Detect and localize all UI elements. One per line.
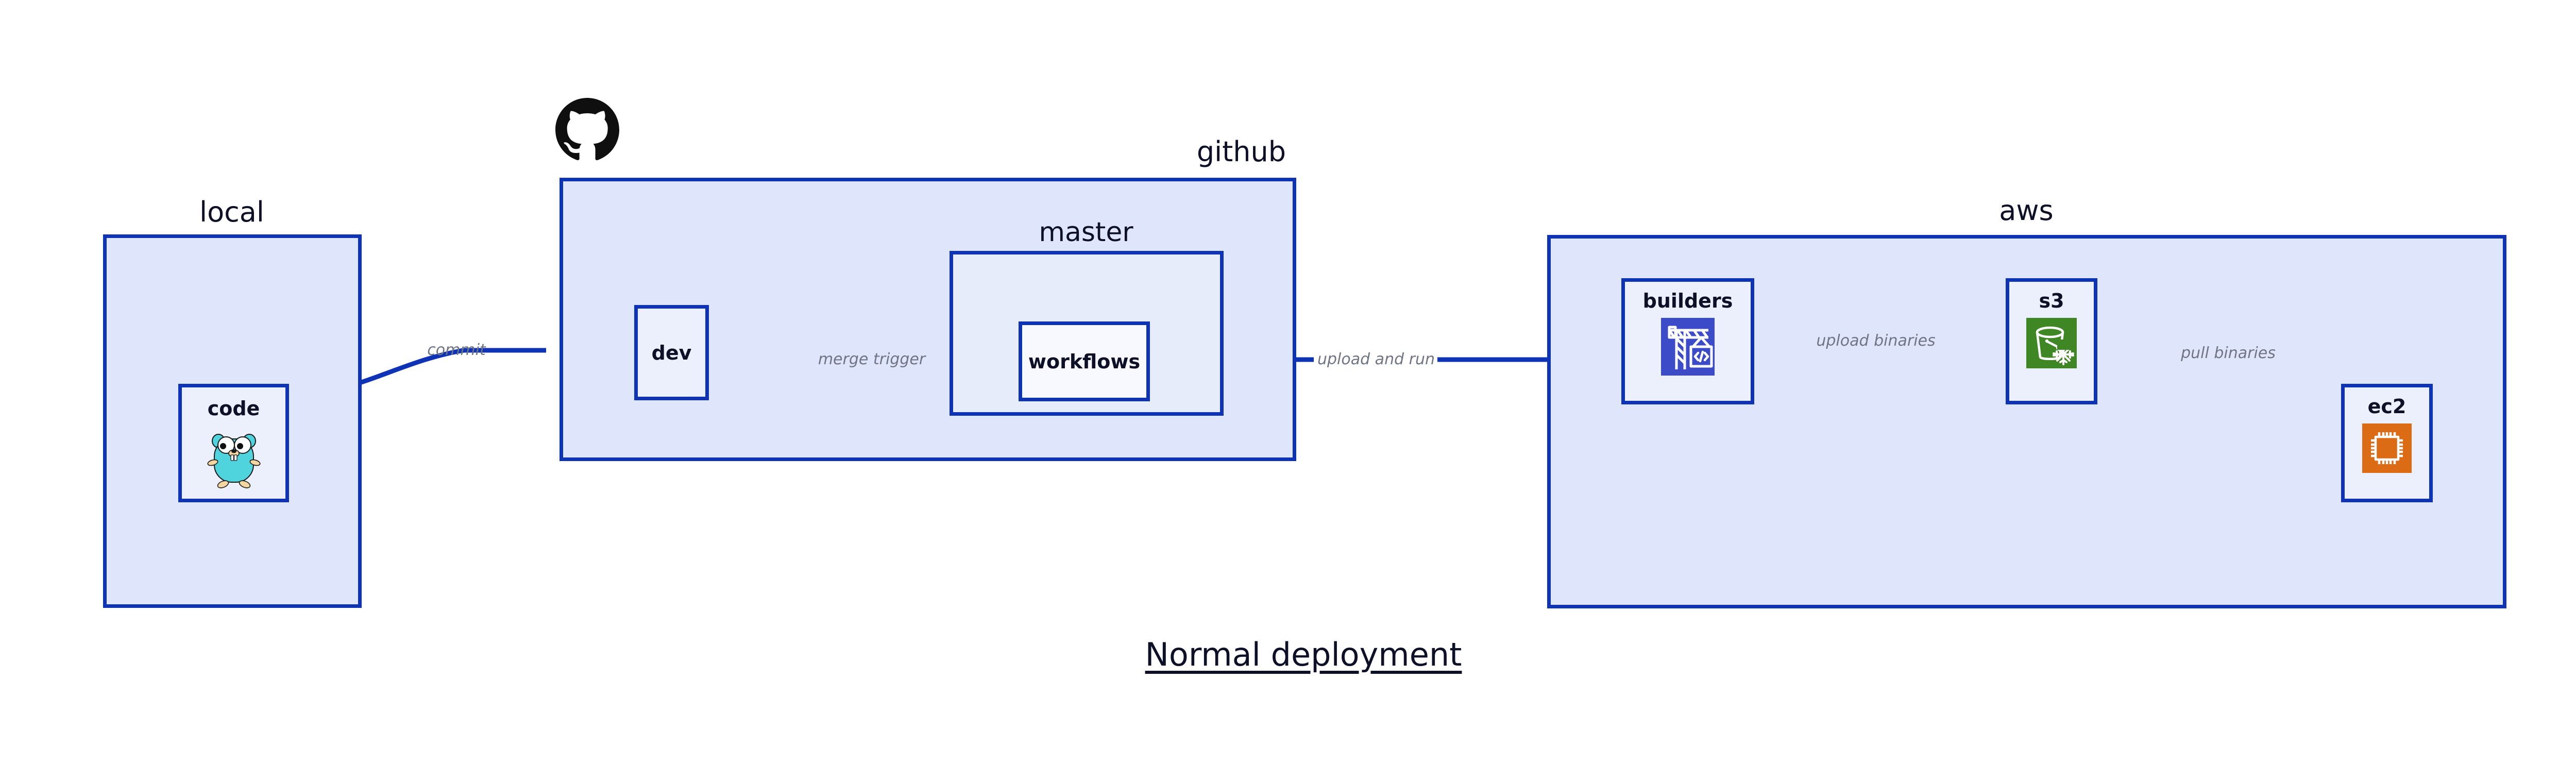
node-workflows[interactable]: workflows (1019, 321, 1150, 401)
github-octocat-logo (555, 98, 619, 160)
edge-label-upload-and-run: upload and run (1317, 350, 1435, 368)
group-label-master: master (1039, 217, 1133, 248)
node-builders[interactable]: builders (1621, 278, 1754, 404)
node-label-ec2: ec2 (2367, 395, 2406, 418)
node-label-dev: dev (651, 341, 692, 364)
aws-codebuild-icon (1661, 318, 1715, 376)
group-label-local: local (199, 196, 264, 228)
node-s3[interactable]: s3 (2006, 278, 2097, 404)
node-ec2[interactable]: ec2 (2341, 384, 2433, 502)
edge-label-pull-binaries: pull binaries (2181, 344, 2276, 362)
edge-label-upload-binaries: upload binaries (1816, 332, 1936, 350)
node-code[interactable]: code (178, 384, 289, 502)
diagram-caption: Normal deployment (1145, 636, 1462, 673)
group-label-github: github (1196, 135, 1286, 168)
node-dev[interactable]: dev (634, 305, 709, 400)
edge-label-commit: commit (427, 341, 486, 359)
go-gopher-icon (207, 434, 261, 488)
edge-label-merge-trigger: merge trigger (818, 350, 926, 368)
node-label-workflows: workflows (1028, 350, 1141, 373)
node-label-code: code (207, 397, 260, 420)
group-label-aws: aws (1999, 194, 2054, 227)
node-label-builders: builders (1642, 290, 1733, 312)
aws-ec2-icon (2362, 423, 2412, 473)
aws-s3-glacier-icon (2026, 318, 2077, 368)
node-label-s3: s3 (2039, 290, 2064, 312)
